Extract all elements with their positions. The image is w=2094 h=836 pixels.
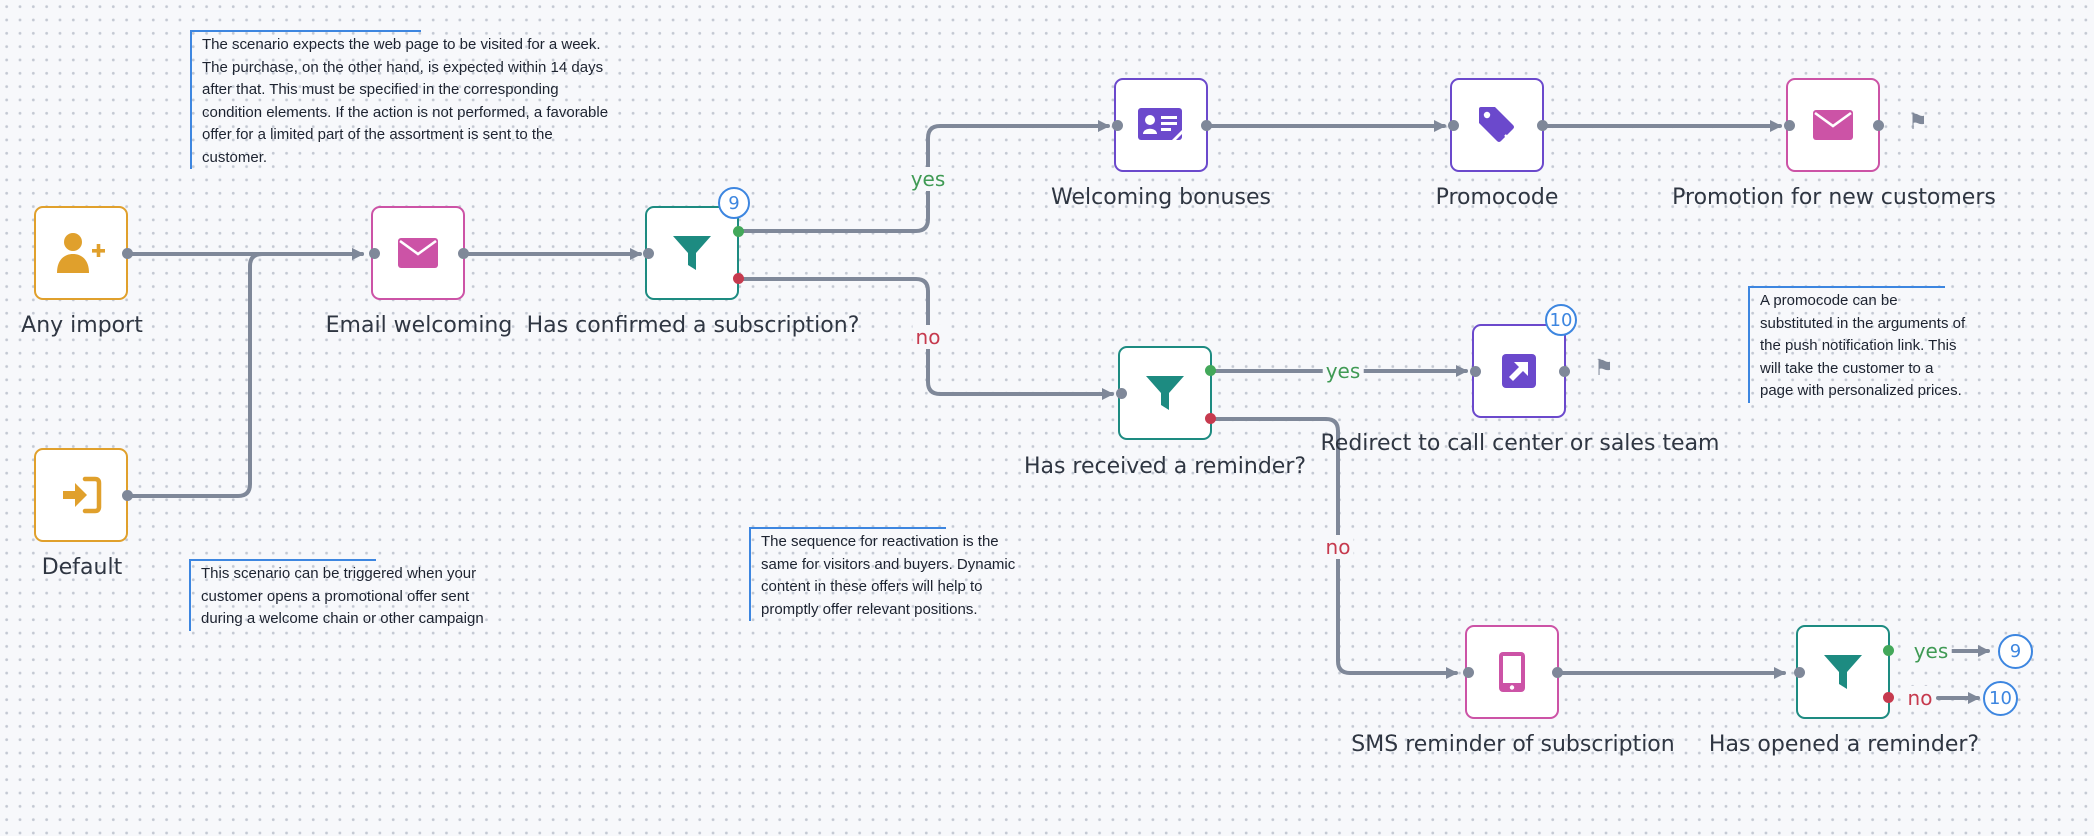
note-line: promptly offer relevant positions. bbox=[761, 600, 978, 618]
node-label: Any import bbox=[21, 313, 143, 338]
port-in[interactable] bbox=[1448, 120, 1459, 131]
node-label: Promotion for new customers bbox=[1672, 185, 1996, 210]
note-line: same for visitors and buyers. Dynamic bbox=[761, 555, 1016, 573]
discount-tag-icon bbox=[1479, 107, 1514, 144]
port-in[interactable] bbox=[1116, 388, 1127, 399]
note-line: The purchase, on the other hand, is expe… bbox=[202, 58, 604, 76]
node-label: Redirect to call center or sales team bbox=[1320, 431, 1720, 456]
port-in[interactable] bbox=[369, 248, 380, 259]
node-label: Promocode bbox=[1435, 185, 1559, 210]
note-line: during a welcome chain or other campaign bbox=[201, 610, 484, 627]
edge-label-received-no: no bbox=[1322, 535, 1354, 559]
node-label: SMS reminder of subscription bbox=[1351, 732, 1675, 757]
note-line: substituted in the arguments of bbox=[1760, 314, 1966, 332]
node-label: Email welcoming bbox=[325, 313, 513, 338]
node-welcoming-bonuses[interactable] bbox=[1114, 78, 1208, 172]
finish-flag-icon: ⚑ bbox=[1908, 109, 1928, 134]
jump-badge-to-10[interactable]: 10 bbox=[1983, 681, 2018, 716]
note-line: customer. bbox=[202, 148, 268, 166]
jump-badge[interactable]: 10 bbox=[1545, 304, 1577, 336]
port-out[interactable] bbox=[122, 248, 133, 259]
port-in[interactable] bbox=[1784, 120, 1795, 131]
envelope-icon bbox=[1813, 110, 1853, 140]
note-line: customer opens a promotional offer sent bbox=[201, 587, 470, 605]
filter-icon bbox=[1146, 376, 1184, 410]
note-line: The sequence for reactivation is the bbox=[761, 533, 999, 550]
filter-icon bbox=[673, 236, 711, 270]
note-line: page with personalized prices. bbox=[1760, 382, 1962, 399]
note-line: after that. This must be specified in th… bbox=[202, 81, 559, 98]
note-line: condition elements. If the action is not… bbox=[202, 103, 609, 121]
node-label: Has received a reminder? bbox=[1023, 454, 1307, 479]
edge-default-to-email bbox=[126, 248, 364, 498]
id-card-icon bbox=[1138, 108, 1184, 142]
edge-label-confirmed-no: no bbox=[912, 325, 944, 349]
node-sms-reminder[interactable] bbox=[1465, 625, 1559, 719]
port-in[interactable] bbox=[1463, 667, 1474, 678]
port-out[interactable] bbox=[122, 490, 133, 501]
node-has-received-reminder[interactable] bbox=[1118, 346, 1212, 440]
external-link-icon bbox=[1502, 354, 1536, 388]
jump-badge-to-9[interactable]: 9 bbox=[1998, 634, 2033, 669]
port-yes[interactable] bbox=[1205, 365, 1216, 376]
node-redirect-call-center[interactable] bbox=[1472, 324, 1566, 418]
note-bottom-left[interactable]: This scenario can be triggered when your… bbox=[189, 559, 521, 631]
node-label: Has opened a reminder? bbox=[1708, 732, 1980, 757]
node-label: Welcoming bonuses bbox=[1051, 185, 1271, 210]
port-out[interactable] bbox=[1537, 120, 1548, 131]
port-in[interactable] bbox=[1470, 366, 1481, 377]
node-default[interactable] bbox=[34, 448, 128, 542]
port-yes[interactable] bbox=[1883, 645, 1894, 656]
note-accent-line bbox=[191, 30, 421, 32]
port-no[interactable] bbox=[733, 273, 744, 284]
port-out[interactable] bbox=[1559, 366, 1570, 377]
node-has-confirmed-subscription[interactable] bbox=[645, 206, 739, 300]
node-label: Has confirmed a subscription? bbox=[526, 313, 860, 338]
port-no[interactable] bbox=[1205, 413, 1216, 424]
edge-label-confirmed-yes: yes bbox=[907, 167, 949, 191]
edge-label-opened-no: no bbox=[1904, 686, 1936, 710]
jump-badge[interactable]: 9 bbox=[718, 187, 750, 219]
port-out[interactable] bbox=[1552, 667, 1563, 678]
note-right[interactable]: A promocode can be substituted in the ar… bbox=[1748, 286, 2000, 403]
edge-label-received-yes: yes bbox=[1322, 359, 1364, 383]
finish-flag-icon: ⚑ bbox=[1594, 355, 1614, 380]
node-email-welcoming[interactable] bbox=[371, 206, 465, 300]
node-promocode[interactable] bbox=[1450, 78, 1544, 172]
note-accent-line bbox=[190, 559, 376, 561]
note-line: This scenario can be triggered when your bbox=[201, 565, 477, 582]
filter-icon bbox=[1824, 655, 1862, 689]
node-label: Default bbox=[41, 555, 123, 580]
note-line: offer for a limited part of the assortme… bbox=[202, 126, 553, 143]
note-line: the push notification link. This bbox=[1760, 337, 1957, 354]
port-in[interactable] bbox=[1794, 667, 1805, 678]
port-out[interactable] bbox=[458, 248, 469, 259]
port-in[interactable] bbox=[1112, 120, 1123, 131]
port-yes[interactable] bbox=[733, 226, 744, 237]
note-line: content in these offers will help to bbox=[761, 578, 983, 595]
note-accent-line bbox=[1749, 286, 1945, 288]
note-line: The scenario expects the web page to be … bbox=[202, 36, 601, 53]
sign-in-icon bbox=[63, 476, 102, 514]
port-out[interactable] bbox=[1873, 120, 1884, 131]
note-line: A promocode can be bbox=[1760, 292, 1898, 309]
user-plus-icon bbox=[57, 233, 105, 273]
envelope-icon bbox=[398, 238, 438, 268]
note-middle[interactable]: The sequence for reactivation is the sam… bbox=[749, 527, 1041, 621]
note-line: will take the customer to a bbox=[1760, 359, 1934, 377]
node-promotion-new-customers[interactable] bbox=[1786, 78, 1880, 172]
note-top[interactable]: The scenario expects the web page to be … bbox=[190, 30, 662, 169]
port-no[interactable] bbox=[1883, 692, 1894, 703]
node-has-opened-reminder[interactable] bbox=[1796, 625, 1890, 719]
port-in[interactable] bbox=[643, 248, 654, 259]
node-any-import[interactable] bbox=[34, 206, 128, 300]
mobile-phone-icon bbox=[1499, 652, 1525, 692]
port-out[interactable] bbox=[1201, 120, 1212, 131]
edge-label-opened-yes: yes bbox=[1910, 639, 1952, 663]
note-accent-line bbox=[750, 527, 946, 529]
